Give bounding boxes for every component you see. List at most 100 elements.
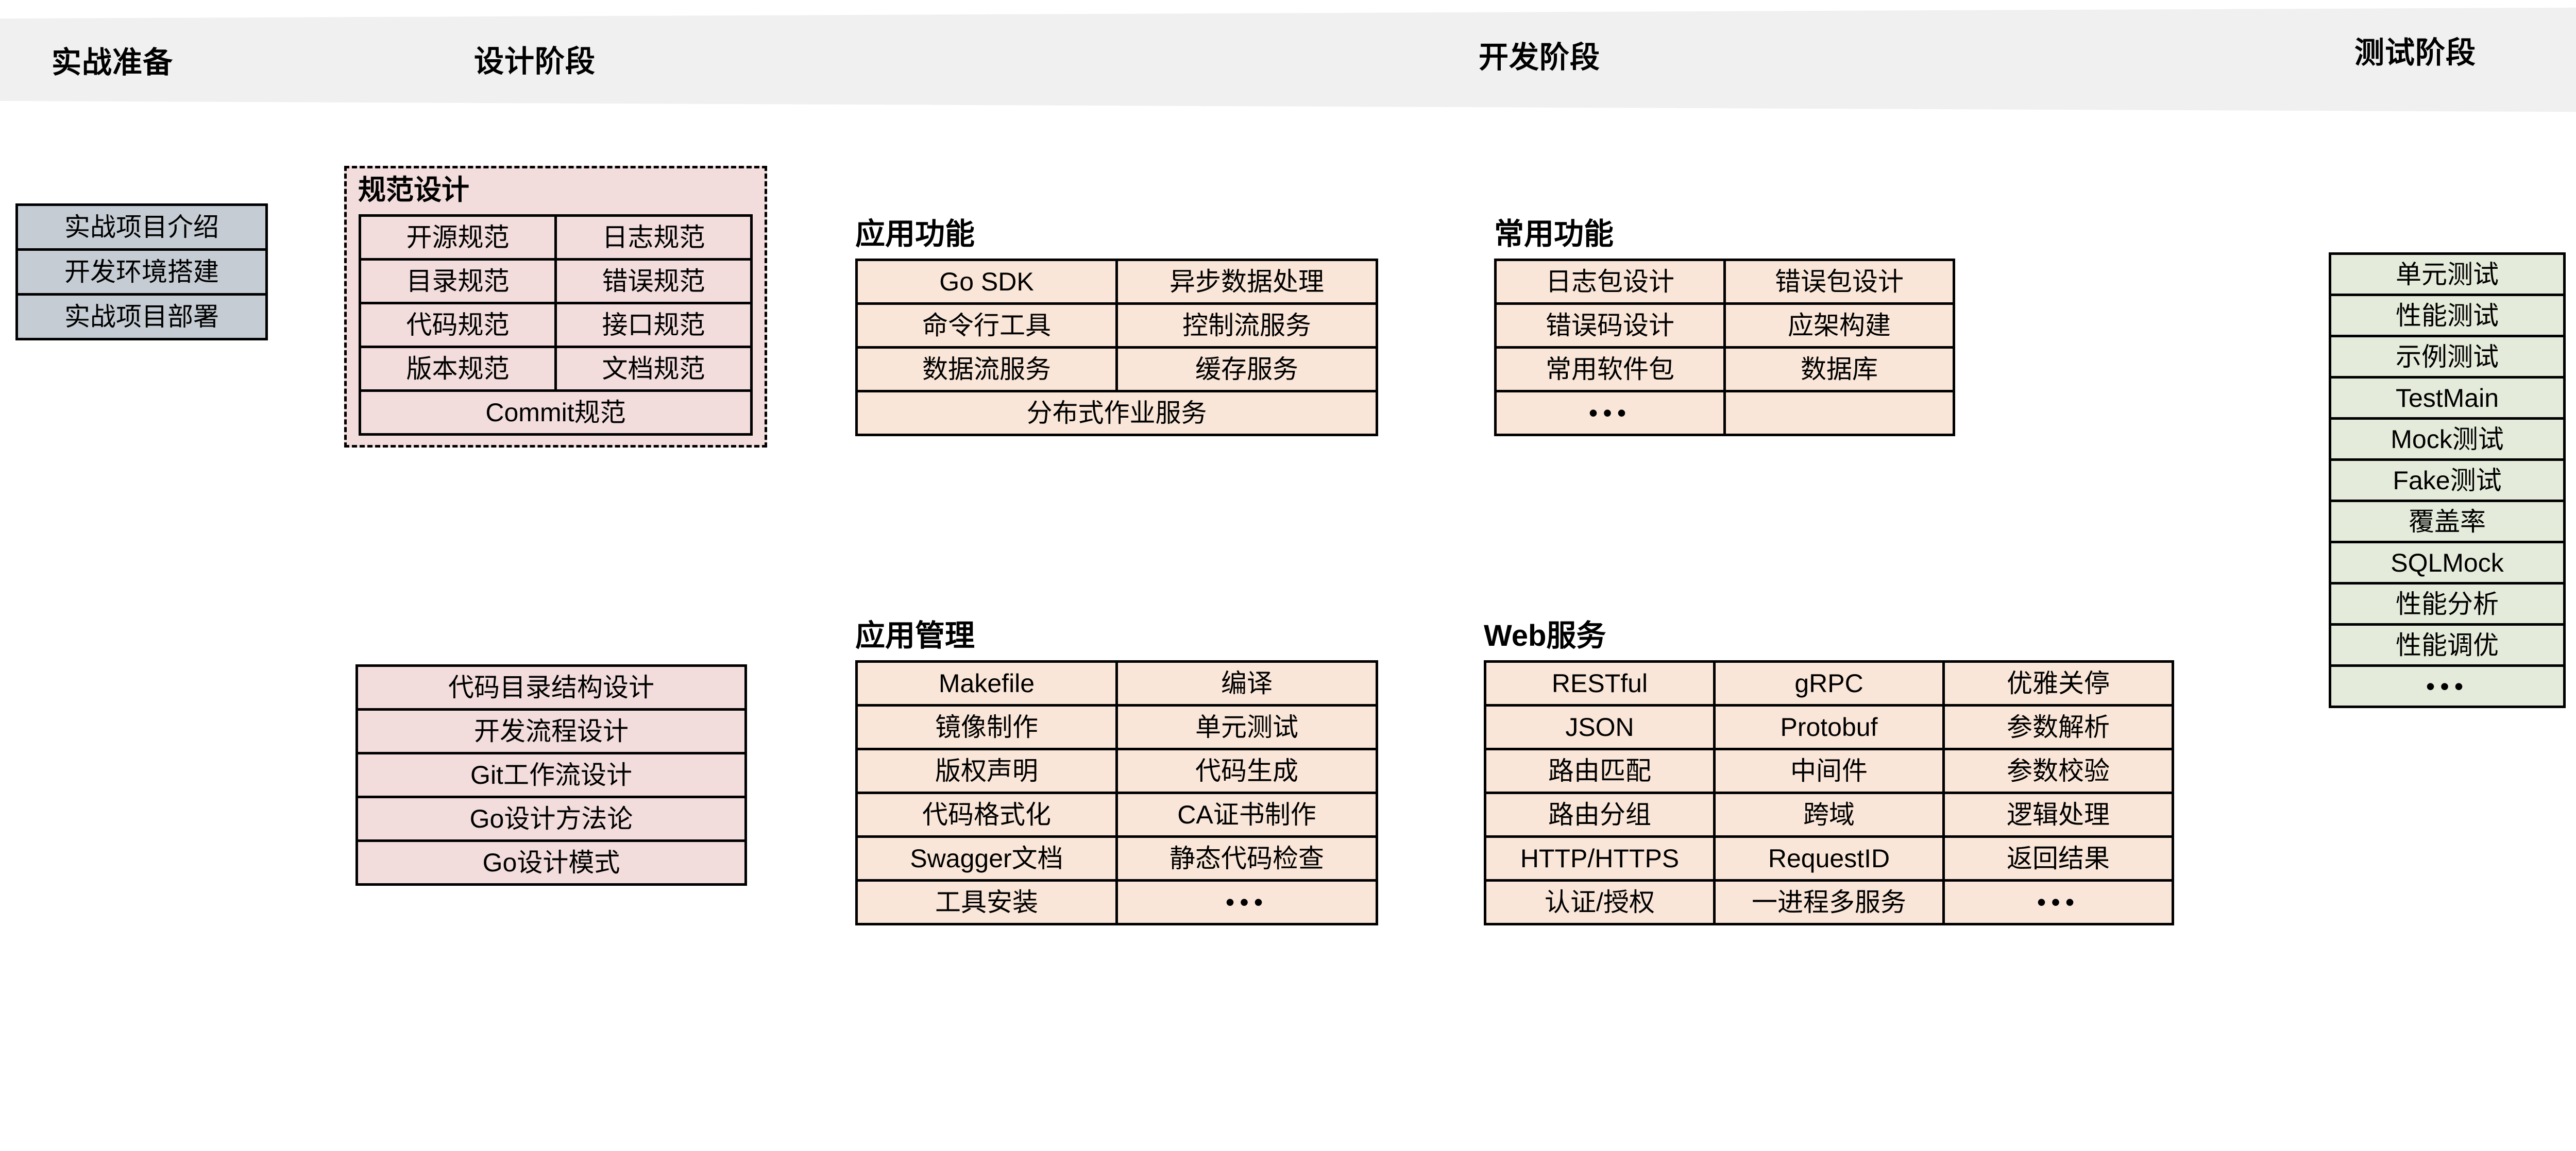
app-manage-title: 应用管理 [855,619,975,652]
table-cell[interactable]: Git工作流设计 [355,752,747,798]
table-cell[interactable]: 路由匹配 [1484,747,1716,794]
table-cell[interactable]: 版本规范 [359,345,557,392]
table-cell[interactable]: 工具安装 [855,879,1118,925]
table-cell[interactable]: 参数校验 [1942,747,2174,794]
table-cell[interactable]: RESTful [1484,660,1716,707]
table-cell[interactable]: 错误包设计 [1723,258,1955,305]
table-cell[interactable]: 性能调优 [2329,623,2566,667]
table-cell[interactable]: TestMain [2329,376,2566,420]
table-cell[interactable]: 开发环境搭建 [15,248,268,296]
table-cell[interactable]: Go SDK [855,258,1118,305]
table-cell[interactable]: Protobuf [1713,703,1945,750]
table-row: 日志包设计错误包设计 [1494,258,1955,305]
table-cell[interactable]: ••• [1494,389,1726,436]
table-cell[interactable]: 实战项目介绍 [15,203,268,251]
table-cell[interactable]: 参数解析 [1942,703,2174,750]
table-row: 常用软件包数据库 [1494,346,1955,392]
table-cell[interactable]: 代码目录结构设计 [355,664,747,711]
table-cell[interactable]: 性能分析 [2329,582,2566,626]
table-cell[interactable]: 分布式作业服务 [855,389,1378,436]
table-cell[interactable]: gRPC [1713,660,1945,707]
table-cell[interactable]: Makefile [855,660,1118,707]
table-row: 实战项目部署 [15,293,268,340]
table-cell[interactable]: 数据库 [1723,346,1955,392]
table-cell[interactable]: 跨域 [1713,791,1945,838]
table-cell[interactable]: 目录规范 [359,257,557,304]
table-row: 版本规范文档规范 [359,345,753,392]
table-cell[interactable]: 返回结果 [1942,835,2174,882]
table-cell[interactable]: ••• [1115,879,1378,925]
table-cell[interactable]: ••• [1942,879,2174,925]
table-cell[interactable]: 静态代码检查 [1115,835,1378,882]
table-cell[interactable]: Swagger文档 [855,835,1118,882]
table-cell[interactable]: 开源规范 [359,214,557,261]
table-cell[interactable]: 覆盖率 [2329,500,2566,543]
table-cell[interactable]: 命令行工具 [855,302,1118,349]
table-cell[interactable]: HTTP/HTTPS [1484,835,1716,882]
table-cell[interactable]: 中间件 [1713,747,1945,794]
table-cell[interactable]: CA证书制作 [1115,791,1378,838]
common-function-table: 日志包设计错误包设计错误码设计应架构建常用软件包数据库••• [1494,258,1955,436]
table-cell[interactable]: 单元测试 [2329,252,2566,296]
banner-stage-label-1: 设计阶段 [474,45,596,78]
table-cell[interactable]: 日志规范 [554,214,753,261]
table-cell[interactable]: 示例测试 [2329,335,2566,379]
table-cell[interactable]: 性能测试 [2329,294,2566,337]
table-cell[interactable]: 逻辑处理 [1942,791,2174,838]
table-cell[interactable]: ••• [2329,664,2566,708]
app-function-title: 应用功能 [855,217,975,251]
table-cell[interactable]: 错误规范 [554,257,753,304]
table-row: 认证/授权一进程多服务••• [1484,879,2174,925]
table-row: 性能调优 [2329,623,2566,667]
table-cell[interactable]: 单元测试 [1115,703,1378,750]
table-cell[interactable]: 一进程多服务 [1713,879,1945,925]
table-cell[interactable]: 路由分组 [1484,791,1716,838]
web-service-title: Web服务 [1484,619,1606,652]
table-cell[interactable]: JSON [1484,703,1716,750]
table-cell[interactable]: Go设计模式 [355,839,747,886]
table-cell[interactable]: 实战项目部署 [15,293,268,340]
table-cell[interactable]: 镜像制作 [855,703,1118,750]
table-cell[interactable]: RequestID [1713,835,1945,882]
table-cell[interactable]: Go设计方法论 [355,796,747,842]
table-row: 命令行工具控制流服务 [855,302,1378,349]
table-cell[interactable]: 代码生成 [1115,747,1378,794]
table-cell[interactable]: 应架构建 [1723,302,1955,349]
table-row: Git工作流设计 [355,752,747,798]
table-cell[interactable]: 控制流服务 [1115,302,1378,349]
table-cell[interactable]: 日志包设计 [1494,258,1726,305]
table-cell[interactable]: Fake测试 [2329,458,2566,502]
table-cell[interactable]: 开发流程设计 [355,708,747,754]
table-cell[interactable]: 优雅关停 [1942,660,2174,707]
table-cell[interactable]: 错误码设计 [1494,302,1726,349]
table-row: 路由分组跨域逻辑处理 [1484,791,2174,838]
table-cell[interactable]: 代码规范 [359,301,557,348]
table-cell[interactable]: Mock测试 [2329,417,2566,461]
table-row: 错误码设计应架构建 [1494,302,1955,349]
table-cell[interactable]: 数据流服务 [855,346,1118,392]
table-cell[interactable]: 编译 [1115,660,1378,707]
table-cell[interactable]: Commit规范 [359,389,753,436]
table-cell[interactable]: 认证/授权 [1484,879,1716,925]
spec-design-title: 规范设计 [358,175,469,205]
table-cell[interactable]: 接口规范 [554,301,753,348]
table-cell[interactable]: 常用软件包 [1494,346,1726,392]
table-cell[interactable]: SQLMock [2329,541,2566,585]
table-cell[interactable]: 缓存服务 [1115,346,1378,392]
table-cell[interactable]: 版权声明 [855,747,1118,794]
table-row: TestMain [2329,376,2566,420]
table-cell[interactable]: 文档规范 [554,345,753,392]
table-row: SQLMock [2329,541,2566,585]
table-cell[interactable]: 代码格式化 [855,791,1118,838]
stage-banner: 实战准备 设计阶段 开发阶段 测试阶段 部署阶段 Tips [0,0,2576,118]
table-cell[interactable]: 异步数据处理 [1115,258,1378,305]
